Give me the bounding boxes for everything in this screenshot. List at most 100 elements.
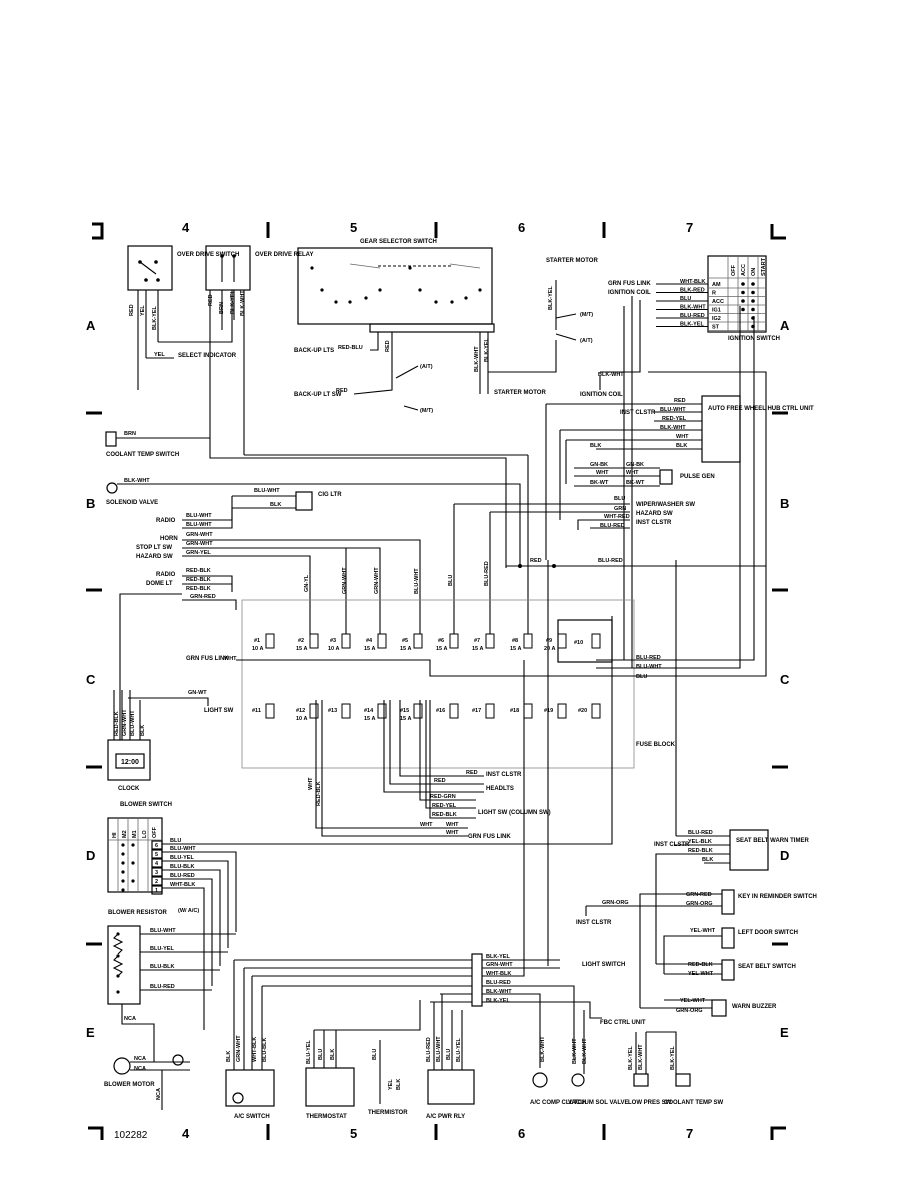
fuse-bottom <box>591 703 601 719</box>
wire-red-odr: RED <box>208 294 214 306</box>
wire-redblk-1: RED-BLK <box>186 568 211 574</box>
wire-gnwt: GN-WT <box>188 690 207 696</box>
wire-red-h1: RED <box>466 770 478 776</box>
light-sw-column-label: LIGHT SW (COLUMN SW) <box>478 810 551 816</box>
wire-whtred-b: WHT-RED <box>604 514 630 520</box>
coolant-temp-switch: BRN COOLANT TEMP SWITCH <box>105 431 210 458</box>
wire-gnbk-l: GN-BK <box>590 462 608 468</box>
blower-switch-label: BLOWER SWITCH <box>120 802 172 808</box>
e-connector-block: BLK-YEL GRN-WHT WHT-BLK BLU-RED BLK-WHT … <box>234 560 625 1068</box>
wire-wht-pg: WHT <box>596 470 609 476</box>
clock: RED-BLK GRN-WHT BLU-WHT BLK 12:00 CLOCK <box>107 690 151 792</box>
wire-blkyel-lp: BLK-YEL <box>628 1046 634 1070</box>
hazard-sw-label-left: HAZARD SW <box>136 554 173 560</box>
grn-fus-link-ign: GRN FUS LINK <box>608 281 651 287</box>
fuse-top <box>523 633 533 649</box>
wire-blu-th: BLU <box>318 1049 324 1060</box>
ign-hdr-off: OFF <box>731 264 737 276</box>
blower-term-box <box>151 849 163 859</box>
wire-grnwht-clock: GRN-WHT <box>122 709 128 736</box>
blower-dot <box>121 888 125 892</box>
stop-lt-sw-label: STOP LT SW <box>136 545 172 551</box>
ign-row-wirecolor: BLK-WHT <box>680 305 706 311</box>
seat-belt-switch: SEAT BELT SWITCH RED-BLK YEL-WHT <box>656 959 796 981</box>
row-label-c-right: C <box>780 672 790 687</box>
fuse-top-rating: 15 A <box>472 646 483 652</box>
fuse-top-id: #2 <box>298 638 304 644</box>
blower-term: 1 <box>155 888 158 894</box>
fuse-top <box>309 633 319 649</box>
wire-blkwht-afw: BLK-WHT <box>660 425 686 431</box>
wire-redyel-h: RED-YEL <box>432 803 457 809</box>
wire-grnred-kr: GRN-RED <box>686 892 712 898</box>
auto-free-wheel-label: AUTO FREE WHEEL HUB CTRL UNIT <box>708 406 814 412</box>
wire-blk-sb: BLK <box>702 857 713 863</box>
row-label-d-left: D <box>86 848 95 863</box>
inst-clstr-b-label: INST CLSTR <box>636 520 672 526</box>
wire-grnwht-vert: GRN-WHT <box>374 567 380 594</box>
wire-brn-odr: BRN <box>219 302 225 314</box>
radio2-label: RADIO <box>156 572 176 578</box>
wire-bluwht-rly: BLU-WHT <box>436 1036 442 1062</box>
ignition-coil-ign: IGNITION COIL <box>608 290 651 296</box>
wire-yelwht-ld: YEL-WHT <box>690 928 716 934</box>
blower-dot <box>131 879 135 883</box>
dome-lt-label: DOME LT <box>146 581 173 587</box>
ign-contact-dot <box>741 307 745 312</box>
row-label-c-left: C <box>86 672 96 687</box>
blower-header: HI <box>112 832 118 838</box>
wire-blured-rly: BLU-RED <box>426 1037 432 1062</box>
wire-grnwht-e: GRN-WHT <box>486 962 513 968</box>
blower-term: 5 <box>155 852 158 858</box>
inst-clstr-c-label: INST CLSTR <box>486 772 522 778</box>
fuse-bottom-id: #13 <box>328 708 337 714</box>
low-pres-sw: BLK-YEL BLK-WHT LOW PRES SW <box>628 1031 677 1106</box>
fuse-bottom-rating: 15 A <box>400 716 411 722</box>
wire-bluwht-afw: BLU-WHT <box>660 407 686 413</box>
ign-row-wirecolor: BLK-YEL <box>680 322 704 328</box>
fuse-bottom-id: #16 <box>436 708 445 714</box>
ign-row-term: ST <box>712 325 720 331</box>
warn-buzzer: WARN BUZZER YEL-WHT GRN-ORG <box>640 998 777 1017</box>
wire-redgrn-h: RED-GRN <box>430 794 456 800</box>
backup-lt-sw-label: BACK-UP LT SW <box>294 392 342 398</box>
fuse-bottom <box>309 703 319 719</box>
wire-blublk-br: BLU-BLK <box>150 964 174 970</box>
gear-selector-label: GEAR SELECTOR SWITCH <box>360 239 437 245</box>
wire-yel-od: YEL <box>140 305 146 316</box>
ign-row-term: ACC <box>712 299 724 305</box>
fuse-top-id: #10 <box>574 640 583 646</box>
doc-number: 102282 <box>114 1130 148 1141</box>
fuse-bottom <box>265 703 275 719</box>
headlts-label: HEADLTS <box>486 786 514 792</box>
light-switch-e-label: LIGHT SWITCH <box>582 962 625 968</box>
ign-contact-dot <box>741 290 745 295</box>
wire-bluyel-rly: BLU-YEL <box>456 1038 462 1062</box>
wire-red-afw: RED <box>674 398 686 404</box>
wire-od-to-fuse <box>209 450 507 568</box>
row-label-a-left: A <box>86 318 96 333</box>
right-b-connectors: BLU WIPER/WASHER SW GRN HAZARD SW WHT-RE… <box>304 455 766 636</box>
col-label-7-top: 7 <box>686 220 693 235</box>
wire-redblk-h: RED-BLK <box>432 812 457 818</box>
fbc-ctrl-unit-label: FBC CTRL UNIT <box>600 1020 646 1026</box>
wire-wht-h3: WHT <box>446 830 459 836</box>
fuse-bottom-id: #19 <box>544 708 553 714</box>
row-label-b-left: B <box>86 496 95 511</box>
wire-blkwht-ign: BLK-WHT <box>598 372 624 378</box>
wire-redblk-v: RED-BLK <box>316 781 322 806</box>
wire-blkwht-gear: BLK-WHT <box>474 346 480 372</box>
wire-wht-v: WHT <box>308 777 314 790</box>
gear-selector-switch: GEAR SELECTOR SWITCH <box>297 239 495 333</box>
pulse-gen-label: PULSE GEN <box>680 474 715 480</box>
blower-dot <box>121 843 125 847</box>
fuse-row-top: #110 A#215 A#310 A#415 A#515 A#615 A#715… <box>252 633 601 652</box>
wire-blkwht-odr: BLK-WHT <box>240 290 246 316</box>
wire-yel-tm: YEL <box>388 1079 394 1090</box>
key-in-reminder-label: KEY IN REMINDER SWITCH <box>738 894 817 900</box>
label-mt-1: (M/T) <box>420 408 433 414</box>
wire-blkyel-odr: BLK-YEL <box>230 290 236 314</box>
col-label-4-top: 4 <box>182 220 190 235</box>
wire-bluwht-c: BLU-WHT <box>636 664 662 670</box>
col-label-6-top: 6 <box>518 220 525 235</box>
